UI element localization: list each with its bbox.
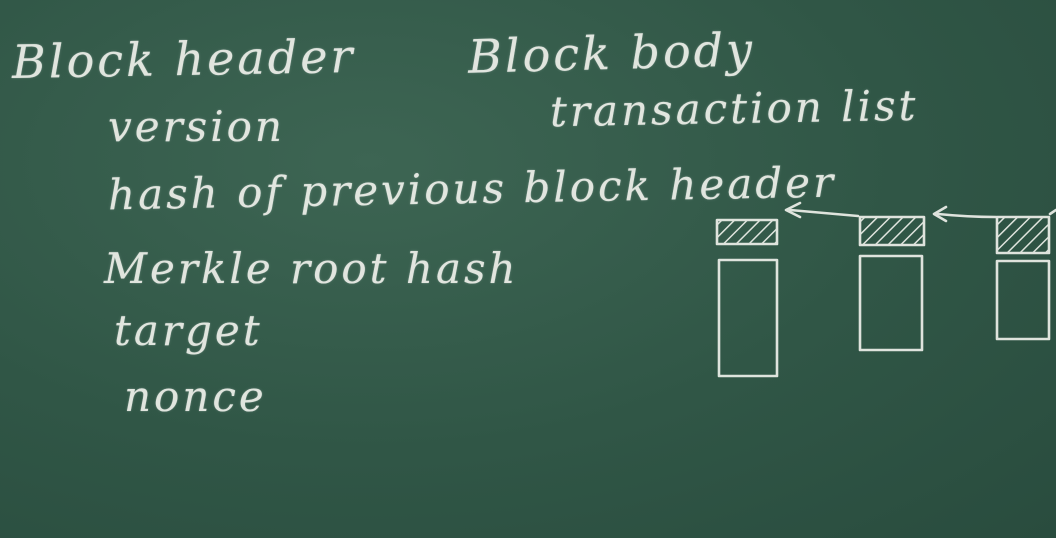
block-3-header bbox=[995, 215, 1051, 255]
block-header-title: Block header bbox=[11, 29, 356, 89]
body-item-transaction-list: transaction list bbox=[549, 80, 919, 137]
blockchain-chain-icon bbox=[715, 201, 1056, 378]
arrow-block2-to-block1 bbox=[784, 201, 860, 219]
block-2-header bbox=[858, 215, 926, 247]
arrow-block3-to-block2 bbox=[932, 205, 998, 223]
block-1 bbox=[715, 218, 779, 378]
block-3-body bbox=[995, 259, 1051, 341]
block-2 bbox=[858, 215, 926, 352]
header-field-nonce: nonce bbox=[124, 372, 267, 421]
block-3 bbox=[995, 215, 1051, 341]
block-1-header bbox=[715, 218, 779, 246]
arrow-continuation bbox=[1048, 208, 1056, 216]
block-body-title: Block body bbox=[467, 22, 756, 84]
header-field-version: version bbox=[108, 102, 285, 151]
header-field-target: target bbox=[114, 306, 263, 355]
block-1-body bbox=[717, 258, 779, 378]
header-field-merkle-root: Merkle root hash bbox=[104, 244, 519, 293]
block-2-body bbox=[858, 254, 924, 352]
